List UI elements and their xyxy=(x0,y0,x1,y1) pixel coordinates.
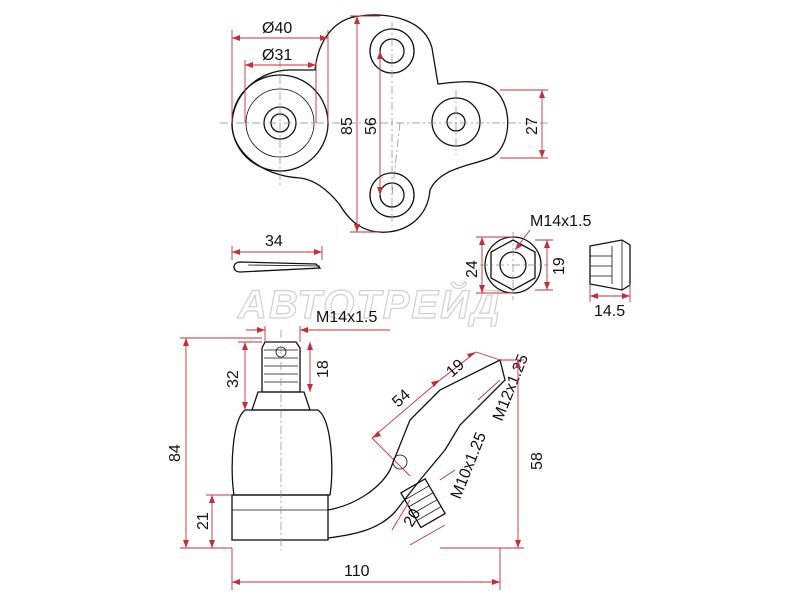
dim-vertical-58: 58 xyxy=(529,452,546,470)
flange-top-view: Ø40 Ø31 85 56 27 xyxy=(220,14,548,233)
flange-outline xyxy=(231,14,509,233)
ball-housing xyxy=(231,409,333,496)
arm xyxy=(327,359,506,539)
dim-nut-height: 14.5 xyxy=(594,303,625,320)
side-thread-boss xyxy=(399,477,447,529)
nut-hex xyxy=(490,239,536,291)
cotter-pin: 34 xyxy=(231,233,323,273)
nut-thread: M14x1.5 xyxy=(530,213,591,230)
dim-total-height-side: 84 xyxy=(167,444,184,462)
watermark: АВТОТРЕЙД xyxy=(237,280,502,327)
side-thread: M10x1.25 xyxy=(448,430,490,502)
dim-thread-length: 18 xyxy=(315,360,332,378)
end-thread: M12x1.25 xyxy=(490,352,532,424)
dim-arm-length: 54 xyxy=(389,386,414,411)
dim-total-length: 110 xyxy=(344,563,370,580)
ball-joint-side-view: M14x1.5 32 18 84 21 54 xyxy=(167,309,546,590)
dim-nut-corners: 24 xyxy=(464,260,481,278)
dim-nut-flats: 19 xyxy=(551,257,568,275)
dim-side-thread-length: 20 xyxy=(401,506,425,530)
dim-stud-length: 32 xyxy=(225,370,242,388)
housing-base xyxy=(231,494,329,541)
dim-total-height: 85 xyxy=(339,117,356,135)
dim-pin-length: 34 xyxy=(265,233,283,250)
dim-ear-height: 27 xyxy=(524,117,541,135)
dim-dia-inner: Ø31 xyxy=(262,47,292,64)
stud-thread: M14x1.5 xyxy=(316,309,377,326)
dim-base-height: 21 xyxy=(195,512,212,530)
dim-dia-outer: Ø40 xyxy=(262,20,292,37)
castle-nut: M14x1.5 24 19 14.5 xyxy=(464,213,631,320)
dim-hole-spacing: 56 xyxy=(363,117,380,135)
